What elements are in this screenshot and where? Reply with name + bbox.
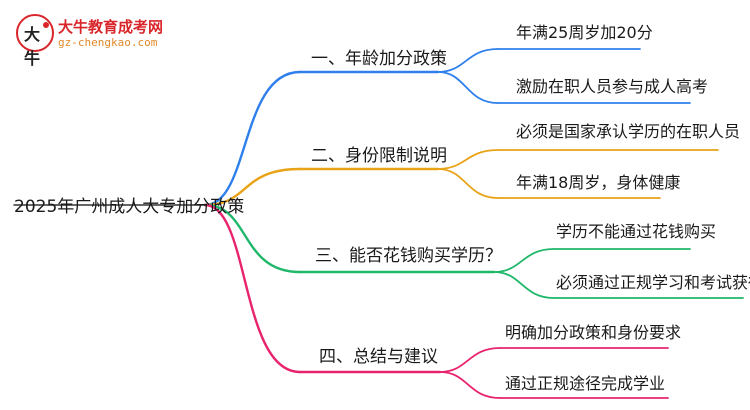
branch-1-connector <box>203 70 302 207</box>
branch-3-leaf-2: 必须通过正规学习和考试获得 <box>556 273 750 292</box>
branch-2-leaf-2-connector <box>437 168 499 199</box>
branch-2-leaf-1: 必须是国家承认学历的在职人员 <box>516 122 741 141</box>
logo-glyph: 大牛 <box>24 25 41 68</box>
branch-4-label: 四、总结与建议 <box>319 347 438 367</box>
brand-logo: 大牛 大牛教育成考网 gz-chengkao.com <box>16 14 166 68</box>
branch-4-leaf-2-connector <box>439 371 501 399</box>
branch-3-label: 三、能否花钱购买学历？ <box>315 246 502 266</box>
branch-4-leaf-1-connector <box>439 347 501 373</box>
branch-2-label: 二、身份限制说明 <box>311 146 447 166</box>
branch-2-connector <box>203 167 302 207</box>
branch-3-leaf-1-connector <box>493 248 555 273</box>
branch-1-leaf-1-connector <box>437 48 499 73</box>
brand-name: 大牛教育成考网 <box>58 18 164 36</box>
branch-4-leaf-2: 通过正规途径完成学业 <box>505 374 666 393</box>
branch-3-leaf-2-connector <box>493 271 555 299</box>
branch-3-connector <box>203 203 302 274</box>
branch-1-leaf-2: 激励在职人员参与成人高考 <box>516 77 709 96</box>
branch-3-leaf-1: 学历不能通过花钱购买 <box>556 222 717 241</box>
root-topic: 2025年广州成人大专加分政策 <box>14 197 245 217</box>
branch-4-connector <box>203 203 302 374</box>
branch-1-leaf-1: 年满25周岁加20分 <box>516 23 653 42</box>
branch-4-leaf-1: 明确加分政策和身份要求 <box>505 323 682 342</box>
branch-2-leaf-1-connector <box>437 149 499 170</box>
branch-1-leaf-2-connector <box>437 71 499 104</box>
brand-url: gz-chengkao.com <box>58 36 158 49</box>
logo-badge-icon: 大牛 <box>16 14 54 68</box>
branch-1-label: 一、年龄加分政策 <box>311 49 447 69</box>
branch-2-leaf-2: 年满18周岁，身体健康 <box>516 173 681 192</box>
